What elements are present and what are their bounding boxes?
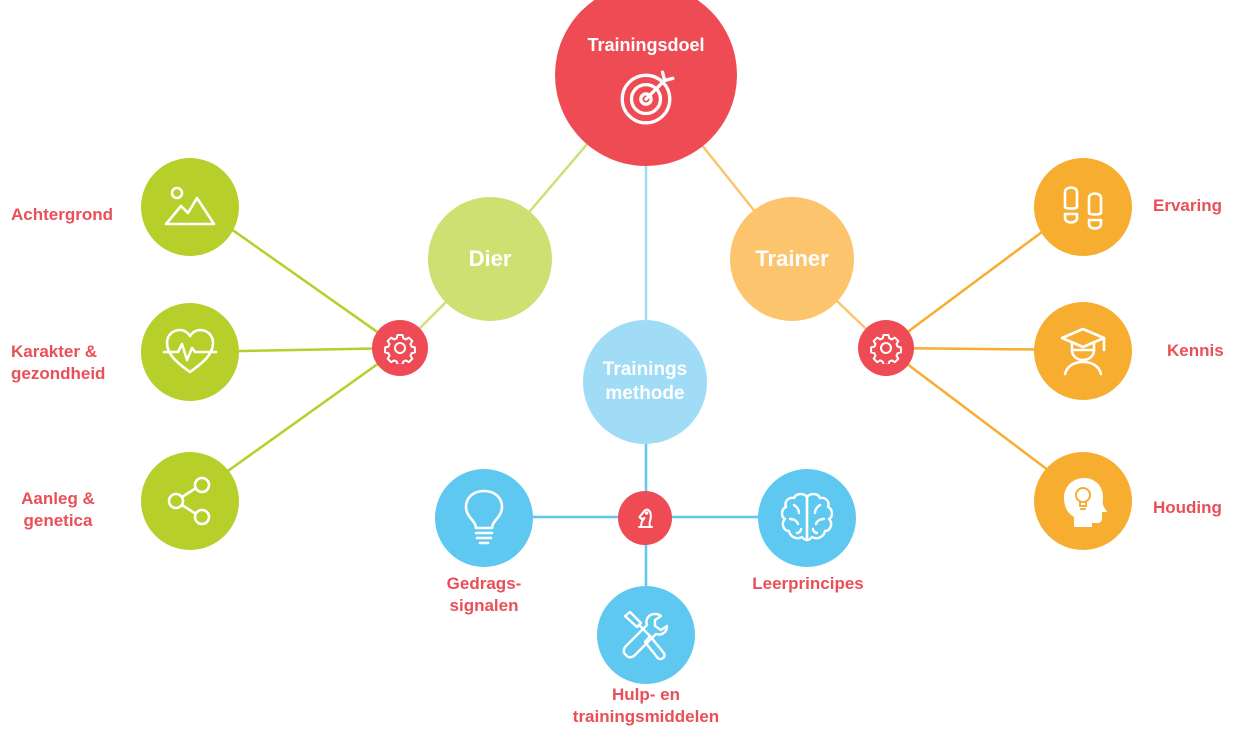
aanleg-label-line2: genetica — [23, 511, 93, 531]
tools-icon — [622, 610, 669, 661]
leerprincipes-label: Leerprincipes — [752, 574, 864, 593]
trainer-title: Trainer — [755, 246, 829, 272]
aanleg-circle — [141, 452, 239, 550]
gedragssignalen-label-line2: signalen — [449, 596, 519, 616]
kennis-label: Kennis — [1167, 341, 1224, 360]
karakter-circle — [141, 303, 239, 401]
hulpmiddelen-label-line2: trainingsmiddelen — [572, 707, 720, 727]
methode-title-line1: Trainings — [602, 359, 688, 381]
houding-circle — [1034, 452, 1132, 550]
hulpmiddelen-label: Hulp- en trainingsmiddelen — [546, 684, 746, 728]
methode-connector — [618, 491, 672, 545]
aanleg-label-line1: Aanleg & — [21, 489, 95, 508]
aanleg-label: Aanleg & genetica — [11, 488, 105, 532]
dier-title: Dier — [468, 246, 512, 272]
hulpmiddelen-circle — [597, 586, 695, 684]
graduate-icon — [1060, 327, 1106, 376]
footprints-icon — [1063, 186, 1103, 230]
methode-title-line2: methode — [605, 383, 685, 404]
gedragssignalen-label-line1: Gedrags- — [446, 574, 522, 593]
achtergrond-label: Achtergrond — [11, 205, 113, 224]
share-icon — [167, 476, 211, 526]
gedragssignalen-label: Gedrags- signalen — [429, 573, 539, 617]
brain-icon — [780, 492, 834, 542]
kennis-circle — [1034, 302, 1132, 400]
heart-pulse-icon — [162, 328, 218, 374]
hulpmiddelen-label-line1: Hulp- en — [612, 685, 680, 704]
center-circle: Trainingsdoel — [555, 0, 737, 166]
gedragssignalen-circle — [435, 469, 533, 567]
center-title: Trainingsdoel — [587, 34, 705, 55]
trainer-connector — [858, 320, 914, 376]
leerprincipes-circle — [758, 469, 856, 567]
dier-connector — [372, 320, 428, 376]
ervaring-circle — [1034, 158, 1132, 256]
karakter-label-line2: gezondheid — [11, 364, 106, 384]
karakter-label: Karakter & gezondheid — [11, 341, 105, 385]
chess-knight-icon — [638, 508, 653, 528]
karakter-label-line1: Karakter & — [11, 342, 97, 361]
lightbulb-icon — [464, 489, 504, 545]
dier-circle: Dier — [428, 197, 552, 321]
achtergrond-circle — [141, 158, 239, 256]
trainer-circle: Trainer — [730, 197, 854, 321]
methode-circle: Trainings methode — [583, 320, 707, 444]
houding-label: Houding — [1153, 498, 1222, 517]
head-lightbulb-icon — [1064, 478, 1107, 527]
mountain-landscape-icon — [164, 186, 216, 226]
ervaring-label: Ervaring — [1153, 196, 1222, 215]
gear-icon — [384, 334, 416, 364]
target-icon — [620, 70, 675, 125]
gear-icon — [870, 334, 902, 364]
